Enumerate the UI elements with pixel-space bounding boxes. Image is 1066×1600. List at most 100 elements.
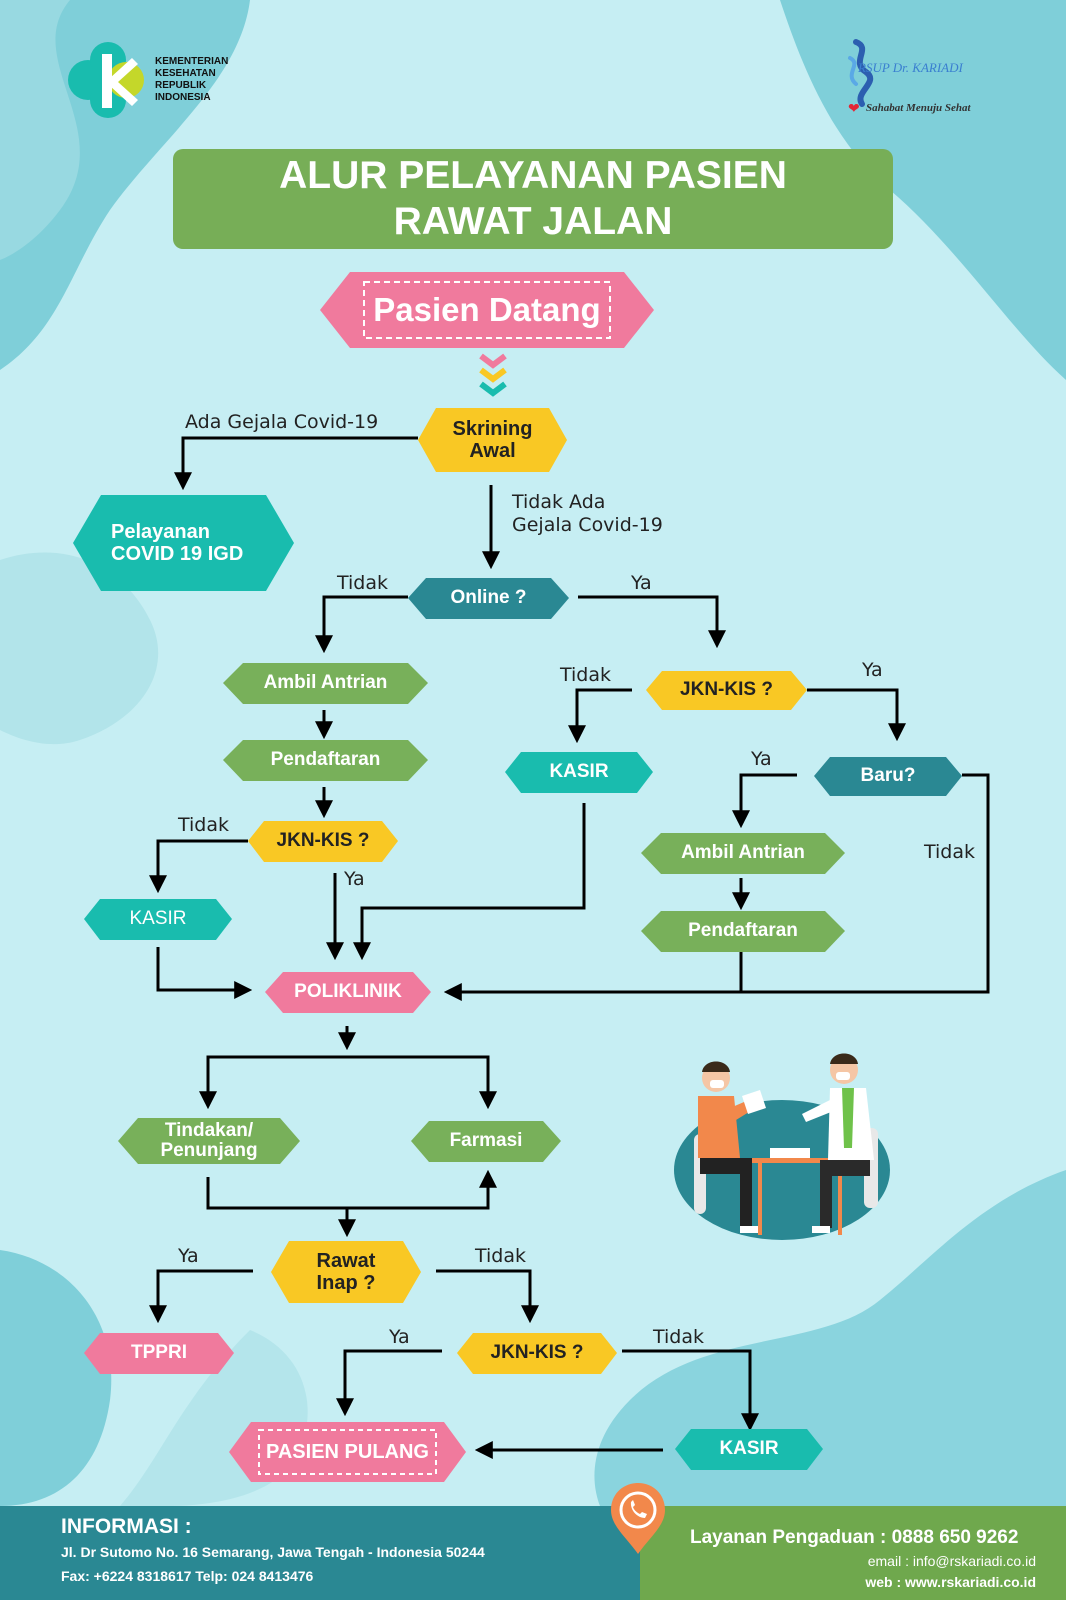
edge-rawat-tidak [436,1269,539,1324]
tindakan-label-2: Penunjang [160,1140,258,1161]
heart-icon: ❤ [848,100,860,116]
doctor-consultation-illustration [674,1053,890,1240]
label-jkn-right-tidak: Tidak [560,664,612,686]
ministry-logo: KEMENTERIAN KESEHATAN REPUBLIK INDONESIA [66,40,246,120]
footer-complaint: Layanan Pengaduan : 0888 650 9262 [690,1527,1019,1548]
ministry-line-3: REPUBLIK [155,80,207,91]
hospital-tagline: Sahabat Menuju Sehat [866,102,971,114]
node-ambil-antrian-left: Ambil Antrian [223,663,428,704]
edge-jkn-right-tidak [568,688,632,744]
edge-rawat-ya [149,1269,253,1324]
ambil-antrian-right-label: Ambil Antrian [681,842,805,864]
edge-skrining-covid [174,436,418,491]
pendaftaran-right-label: Pendaftaran [688,920,798,942]
phone-pin-icon [611,1483,665,1554]
label-jkn-left-ya: Ya [344,868,365,890]
pendaftaran-left-label: Pendaftaran [270,749,381,771]
edge-baru-ya [732,773,797,829]
label-tidak-ada-1: Tidak Ada [512,491,606,513]
hospital-emblem-icon [848,39,874,107]
kasir-mid-label: KASIR [549,761,609,783]
label-online-ya: Ya [631,572,652,594]
node-pendaftaran-left: Pendaftaran [223,740,428,781]
label-rawat-ya: Ya [178,1245,199,1267]
poliklinik-label: POLIKLINIK [294,981,402,1003]
ministry-line-2: KESEHATAN [155,68,216,79]
edge-jkn-bottom-ya [336,1349,442,1417]
kasir-left-label: KASIR [129,908,187,930]
label-rawat-tidak: Tidak [475,1245,527,1267]
hospital-logo: RSUP Dr. KARIADI ❤ Sahabat Menuju Sehat [842,38,1012,118]
edge-kasir-left-poli [156,947,253,999]
skrining-label-1: Skrining [452,418,533,440]
jkn-right-label: JKN-KIS ? [680,679,773,701]
node-kasir-mid: KASIR [505,752,653,793]
baru-label: Baru? [860,765,916,787]
label-jkn-bottom-ya: Ya [389,1326,410,1348]
hospital-name: RSUP Dr. KARIADI [858,60,963,75]
label-baru-tidak: Tidak [924,841,976,863]
footer-email: email : info@rskariadi.co.id [867,1553,1036,1569]
edge-online-ya [578,595,726,649]
edge-online-tidak [315,595,408,654]
footer-web: web : www.rskariadi.co.id [865,1574,1036,1590]
page-title: ALUR PELAYANAN PASIEN RAWAT JALAN [173,149,893,249]
label-ada-gejala: Ada Gejala Covid-19 [185,411,379,433]
skrining-label-2: Awal [469,440,516,462]
node-jkn-right: JKN-KIS ? [646,671,807,710]
node-tindakan-penunjang: Tindakan/Penunjang [118,1118,300,1164]
node-ambil-antrian-right: Ambil Antrian [641,833,845,874]
footer-address: Jl. Dr Sutomo No. 16 Semarang, Jawa Teng… [61,1544,485,1560]
covid-label-2: COVID 19 IGD [111,543,244,565]
online-label: Online ? [450,587,527,609]
tppri-label: TPPRI [131,1342,187,1364]
footer-phones: Fax: +6224 8318617 Telp: 024 8413476 [61,1568,314,1584]
edge-baru-tidak-poli [443,773,990,1001]
node-tppri: TPPRI [84,1333,234,1374]
jkn-bottom-label: JKN-KIS ? [490,1342,584,1364]
pasien-pulang-label: PASIEN PULANG [266,1441,429,1463]
node-pendaftaran-right: Pendaftaran [641,911,845,952]
label-tidak-ada-2: Gejala Covid-19 [512,514,663,536]
pasien-datang-label: Pasien Datang [373,290,601,328]
title-line-1: ALUR PELAYANAN PASIEN [279,154,787,197]
edge-kasir-mid-poli [353,803,586,961]
footer-background [0,1506,1066,1600]
ministry-text: KEMENTERIAN KESEHATAN REPUBLIK INDONESIA [155,56,228,104]
node-poliklinik: POLIKLINIK [265,972,431,1013]
ministry-line-1: KEMENTERIAN [155,56,229,67]
footer-info-title: INFORMASI : [61,1515,192,1538]
ministry-emblem-icon [68,42,144,118]
edge-merge-rawat [206,1169,497,1210]
edge-split-tindakan [206,1055,497,1110]
label-jkn-right-ya: Ya [862,659,883,681]
edge-jkn-right-ya [807,688,906,742]
label-jkn-left-tidak: Tidak [178,814,230,836]
label-jkn-bottom-tidak: Tidak [653,1326,705,1348]
ministry-line-4: INDONESIA [155,92,211,103]
rawat-label-1: Rawat [316,1250,376,1272]
edge-jkn-left-tidak [149,839,248,894]
chevrons-down-icon [479,353,507,397]
node-farmasi: Farmasi [411,1121,561,1162]
covid-label-1: Pelayanan [111,521,210,543]
rawat-label-2: Inap ? [316,1272,376,1294]
jkn-left-label: JKN-KIS ? [276,830,370,852]
footer: INFORMASI : Jl. Dr Sutomo No. 16 Semaran… [0,1506,1066,1600]
node-online: Online ? [408,578,569,619]
node-kasir-left: KASIR [84,899,232,940]
label-baru-ya: Ya [751,748,772,770]
kasir-bottom-label: KASIR [719,1438,779,1460]
node-jkn-bottom: JKN-KIS ? [457,1333,617,1374]
edge-jkn-bottom-tidak [622,1349,759,1432]
ambil-antrian-left-label: Ambil Antrian [263,672,388,694]
node-baru: Baru? [814,757,962,796]
node-pasien-datang: Pasien Datang [320,272,654,348]
node-kasir-bottom: KASIR [675,1429,823,1470]
farmasi-label: Farmasi [449,1130,523,1152]
